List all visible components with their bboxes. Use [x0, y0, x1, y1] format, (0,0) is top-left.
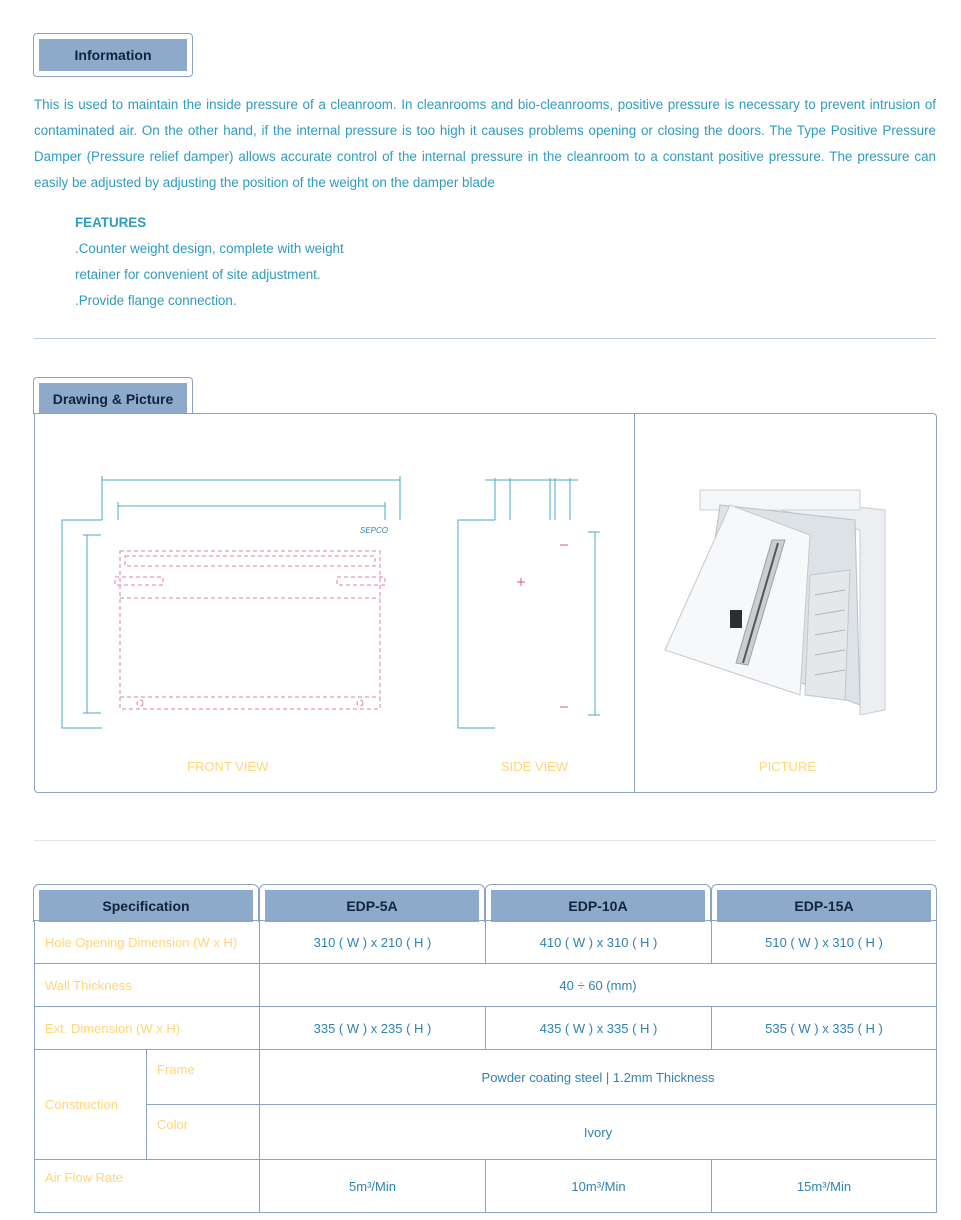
hole-value: 310 ( W ) x 210 ( H ) — [259, 920, 486, 964]
model-tab: EDP-15A — [711, 884, 937, 922]
drawing-frame — [34, 413, 937, 793]
model-label: EDP-15A — [717, 890, 931, 922]
hole-value: 510 ( W ) x 310 ( H ) — [711, 920, 937, 964]
model-label: EDP-10A — [491, 890, 705, 922]
construction-label: Construction — [34, 1049, 147, 1160]
ext-value: 335 ( W ) x 235 ( H ) — [259, 1006, 486, 1050]
divider — [34, 338, 936, 339]
airflow-value: 10m³/Min — [485, 1159, 712, 1213]
wall-label: Wall Thickness — [34, 963, 260, 1007]
spec-header-label: Specification — [39, 890, 253, 922]
color-value: Ivory — [259, 1104, 937, 1160]
divider — [34, 840, 936, 841]
airflow-value: 15m³/Min — [711, 1159, 937, 1213]
ext-value: 435 ( W ) x 335 ( H ) — [485, 1006, 712, 1050]
table-row: Construction Frame Powder coating steel … — [34, 1049, 937, 1160]
drawing-separator — [634, 413, 635, 792]
table-row: Color Ivory — [35, 1104, 937, 1160]
table-row: Air Flow Rate 5m³/Min 10m³/Min 15m³/Min — [34, 1159, 937, 1213]
airflow-label: Air Flow Rate — [34, 1159, 260, 1213]
features-block: FEATURES .Counter weight design, complet… — [75, 210, 344, 314]
ext-value: 535 ( W ) x 335 ( H ) — [711, 1006, 937, 1050]
model-tab: EDP-5A — [259, 884, 485, 922]
wall-value: 40 ÷ 60 (mm) — [259, 963, 937, 1007]
side-view-drawing — [457, 478, 600, 729]
model-tab: EDP-10A — [485, 884, 711, 922]
hole-value: 410 ( W ) x 310 ( H ) — [485, 920, 712, 964]
svg-text:SEPCO: SEPCO — [360, 526, 388, 535]
table-row: Hole Opening Dimension (W x H) 310 ( W )… — [34, 920, 937, 964]
description-paragraph: This is used to maintain the inside pres… — [34, 97, 936, 190]
drawing-tab: Drawing & Picture — [33, 377, 193, 414]
information-tab: Information — [33, 33, 193, 77]
airflow-value: 5m³/Min — [259, 1159, 486, 1213]
spec-table: Hole Opening Dimension (W x H) 310 ( W )… — [34, 920, 937, 1213]
information-tab-label: Information — [39, 39, 187, 71]
frame-value: Powder coating steel | 1.2mm Thickness — [259, 1049, 937, 1105]
feature-line: retainer for convenient of site adjustme… — [75, 267, 321, 282]
damper-picture — [664, 489, 886, 715]
drawing-tab-label: Drawing & Picture — [39, 383, 187, 414]
features-title: FEATURES — [75, 215, 147, 230]
feature-line: .Counter weight design, complete with we… — [75, 241, 344, 256]
frame-label: Frame — [146, 1049, 260, 1105]
feature-line: .Provide flange connection. — [75, 293, 237, 308]
front-view-drawing: SEPCO — [61, 476, 401, 729]
front-view-caption: FRONT VIEW — [187, 759, 269, 774]
ext-label: Ext. Dimension (W x H) — [34, 1006, 260, 1050]
side-view-caption: SIDE VIEW — [501, 759, 569, 774]
table-row: Ext. Dimension (W x H) 335 ( W ) x 235 (… — [34, 1006, 937, 1050]
hole-label: Hole Opening Dimension (W x H) — [34, 920, 260, 964]
picture-caption: PICTURE — [759, 759, 817, 774]
color-label: Color — [146, 1104, 260, 1160]
model-label: EDP-5A — [265, 890, 479, 922]
spec-header-tab: Specification — [33, 884, 259, 922]
table-row: Wall Thickness 40 ÷ 60 (mm) — [34, 963, 937, 1007]
